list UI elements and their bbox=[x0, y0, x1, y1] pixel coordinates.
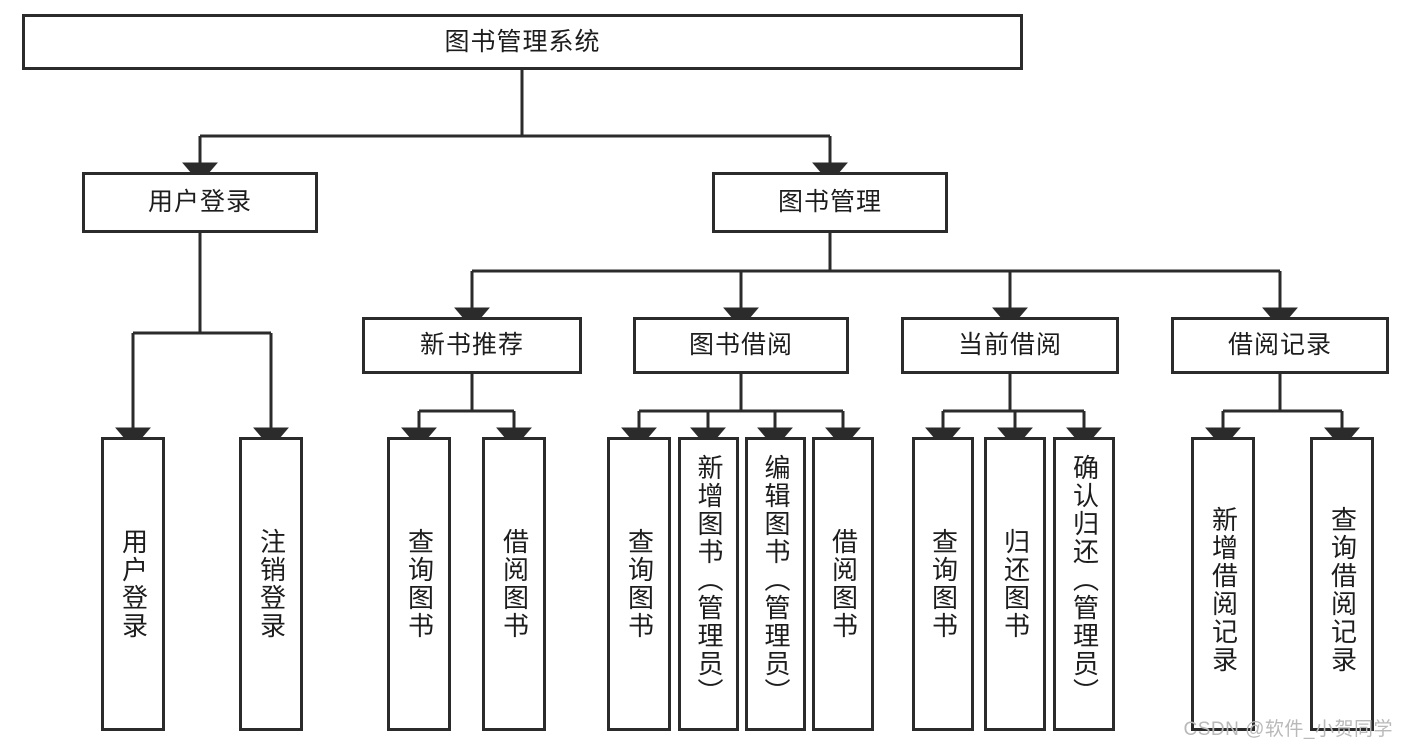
node-leaf-query-book-3[interactable]: 查询图书 bbox=[912, 437, 974, 731]
node-leaf-borrow-book-2[interactable]: 借阅图书 bbox=[812, 437, 874, 731]
node-leaf-return-book[interactable]: 归还图书 bbox=[984, 437, 1046, 731]
node-leaf-add-book[interactable]: 新增图书（管理员） bbox=[678, 437, 739, 731]
node-root[interactable]: 图书管理系统 bbox=[22, 14, 1023, 70]
csdn-watermark: CSDN @软件_小贺同学 bbox=[1183, 719, 1393, 740]
node-user-login[interactable]: 用户登录 bbox=[82, 172, 318, 233]
node-leaf-edit-book[interactable]: 编辑图书（管理员） bbox=[745, 437, 806, 731]
node-leaf-add-book-label: 新增图书（管理员） bbox=[694, 454, 725, 706]
node-leaf-user-login-label: 用户登录 bbox=[118, 528, 149, 640]
node-leaf-return-book-label: 归还图书 bbox=[1000, 528, 1031, 640]
node-leaf-query-book-2-label: 查询图书 bbox=[624, 528, 655, 640]
node-leaf-borrow-book-2-label: 借阅图书 bbox=[828, 528, 859, 640]
node-leaf-logout-login[interactable]: 注销登录 bbox=[239, 437, 303, 731]
node-leaf-query-book-2[interactable]: 查询图书 bbox=[607, 437, 671, 731]
node-root-label: 图书管理系统 bbox=[444, 27, 601, 56]
node-leaf-edit-book-label: 编辑图书（管理员） bbox=[761, 454, 792, 706]
node-new-book-recommend[interactable]: 新书推荐 bbox=[362, 317, 582, 374]
node-current-borrow-label: 当前借阅 bbox=[957, 331, 1062, 360]
node-leaf-borrow-book-1[interactable]: 借阅图书 bbox=[482, 437, 546, 731]
node-book-borrow-label: 图书借阅 bbox=[688, 331, 793, 360]
node-leaf-query-borrow-record-label: 查询借阅记录 bbox=[1327, 506, 1358, 674]
node-borrow-record-label: 借阅记录 bbox=[1227, 331, 1332, 360]
node-book-borrow[interactable]: 图书借阅 bbox=[633, 317, 849, 374]
node-borrow-record[interactable]: 借阅记录 bbox=[1171, 317, 1389, 374]
node-leaf-logout-login-label: 注销登录 bbox=[256, 528, 287, 640]
node-leaf-confirm-return[interactable]: 确认归还（管理员） bbox=[1053, 437, 1115, 731]
node-new-book-recommend-label: 新书推荐 bbox=[419, 331, 524, 360]
node-leaf-query-book-3-label: 查询图书 bbox=[928, 528, 959, 640]
node-book-manage-label: 图书管理 bbox=[777, 188, 882, 217]
node-leaf-query-borrow-record[interactable]: 查询借阅记录 bbox=[1310, 437, 1374, 731]
node-leaf-add-borrow-record[interactable]: 新增借阅记录 bbox=[1191, 437, 1255, 731]
node-book-manage[interactable]: 图书管理 bbox=[712, 172, 948, 233]
node-user-login-label: 用户登录 bbox=[147, 188, 252, 217]
node-leaf-user-login[interactable]: 用户登录 bbox=[101, 437, 165, 731]
node-current-borrow[interactable]: 当前借阅 bbox=[901, 317, 1119, 374]
node-leaf-confirm-return-label: 确认归还（管理员） bbox=[1069, 454, 1100, 706]
node-leaf-add-borrow-record-label: 新增借阅记录 bbox=[1208, 506, 1239, 674]
node-leaf-query-book-1[interactable]: 查询图书 bbox=[387, 437, 451, 731]
node-leaf-query-book-1-label: 查询图书 bbox=[404, 528, 435, 640]
node-leaf-borrow-book-1-label: 借阅图书 bbox=[499, 528, 530, 640]
